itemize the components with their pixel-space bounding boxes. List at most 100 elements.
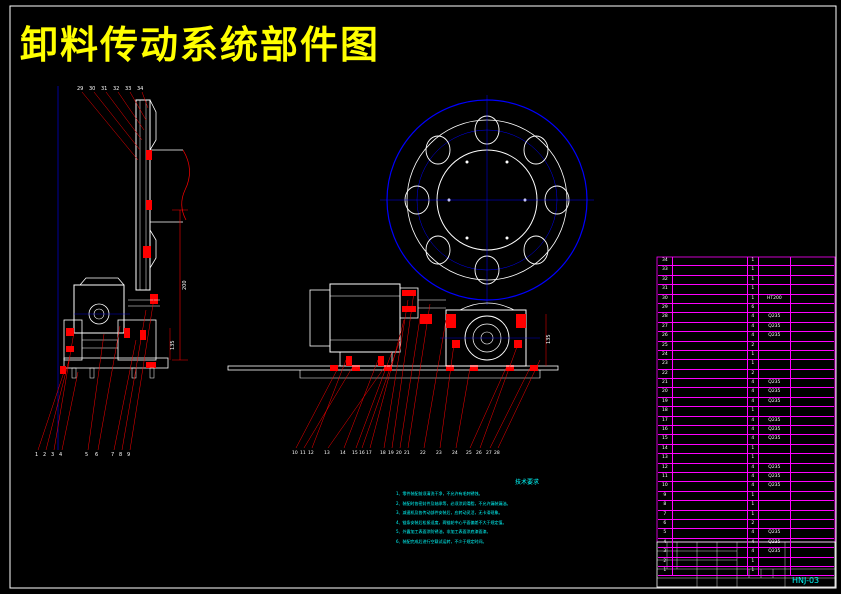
bom-no: 2 <box>658 557 673 566</box>
bom-no: 28 <box>658 313 673 322</box>
bom-name <box>673 566 748 576</box>
bom-qty: 4 <box>748 548 759 557</box>
callout-32: 32 <box>113 86 119 92</box>
callout-7: 7 <box>111 452 114 458</box>
bom-material <box>759 454 791 463</box>
dim-label-200: 200 <box>182 280 188 290</box>
bom-qty: 1 <box>748 360 759 369</box>
bom-no: 25 <box>658 341 673 350</box>
side-base-plate <box>63 357 169 369</box>
bom-standard <box>791 388 834 396</box>
bom-name <box>673 313 748 322</box>
bom-qty: 1 <box>748 257 759 266</box>
sheet-title: 卸料传动系统部件图 <box>20 23 381 67</box>
callout-28: 28 <box>494 450 500 456</box>
motor-end-cap <box>309 289 331 347</box>
note-item: 2、装配时各密封件及轴承等，必须涂润滑脂，不允许漏装漏油。 <box>396 500 511 506</box>
bom-qty: 4 <box>748 435 759 444</box>
bom-material: Q235 <box>759 388 791 397</box>
reducer-housing <box>73 284 125 334</box>
bom-standard <box>791 323 834 331</box>
bom-name <box>673 435 748 444</box>
bom-no: 1 <box>658 566 673 576</box>
bom-standard <box>791 435 834 443</box>
wheel-break-line <box>181 149 190 221</box>
bom-qty: 4 <box>748 538 759 548</box>
bom-material: Q235 <box>759 322 791 332</box>
bom-standard <box>791 558 834 566</box>
bom-name <box>673 294 748 303</box>
bom-material: Q235 <box>759 548 791 557</box>
bom-material <box>759 557 791 566</box>
bom-no: 12 <box>658 463 673 472</box>
bom-name <box>673 388 748 397</box>
bom-no: 3 <box>658 548 673 557</box>
bom-name <box>673 360 748 369</box>
technical-notes: 技术要求 1、零件装配前须清洗干净，不允许有毛刺锈蚀。 2、装配时各密封件及轴承… <box>396 477 646 546</box>
bom-qty: 4 <box>748 322 759 332</box>
bom-no: 26 <box>658 332 673 341</box>
bom-qty: 4 <box>748 332 759 341</box>
bom-no: 24 <box>658 350 673 360</box>
bom-material: Q235 <box>759 313 791 322</box>
bom-standard <box>791 492 834 500</box>
bom-qty: 6 <box>748 303 759 313</box>
bom-standard <box>791 426 834 434</box>
bom-qty: 1 <box>748 491 759 501</box>
callout-20: 20 <box>396 450 402 456</box>
bom-standard <box>791 360 834 368</box>
bom-material: Q235 <box>759 538 791 548</box>
bom-name <box>673 444 748 454</box>
note-item: 5、外露加工表面涂防锈油，非加工表面涂底漆面漆。 <box>396 529 491 534</box>
bom-name <box>673 557 748 566</box>
bom-name <box>673 463 748 472</box>
base-sections <box>330 365 538 371</box>
bom-standard <box>791 304 834 312</box>
front-base-plate <box>227 365 559 371</box>
bom-standard <box>791 445 834 453</box>
bom-name <box>673 285 748 294</box>
bom-material <box>759 341 791 350</box>
bom-no: 8 <box>658 501 673 510</box>
sheet-border <box>9 5 837 589</box>
bom-row: 25 2 <box>658 341 834 351</box>
bom-no: 29 <box>658 303 673 313</box>
bom-name <box>673 529 748 538</box>
bom-qty: 4 <box>748 379 759 388</box>
bom-no: 31 <box>658 285 673 294</box>
plate-section-3 <box>143 246 151 258</box>
bom-no: 19 <box>658 397 673 407</box>
bom-standard <box>791 313 834 321</box>
bom-material: Q235 <box>759 482 791 491</box>
callout-15: 15 <box>352 450 358 456</box>
bom-qty: 1 <box>748 557 759 566</box>
callout-26: 26 <box>476 450 482 456</box>
callout-14: 14 <box>340 450 346 456</box>
bom-name <box>673 426 748 435</box>
bom-qty: 4 <box>748 482 759 491</box>
bom-qty: 2 <box>748 341 759 350</box>
bom-material: Q235 <box>759 397 791 407</box>
bom-qty: 1 <box>748 454 759 463</box>
bom-standard <box>791 482 834 490</box>
